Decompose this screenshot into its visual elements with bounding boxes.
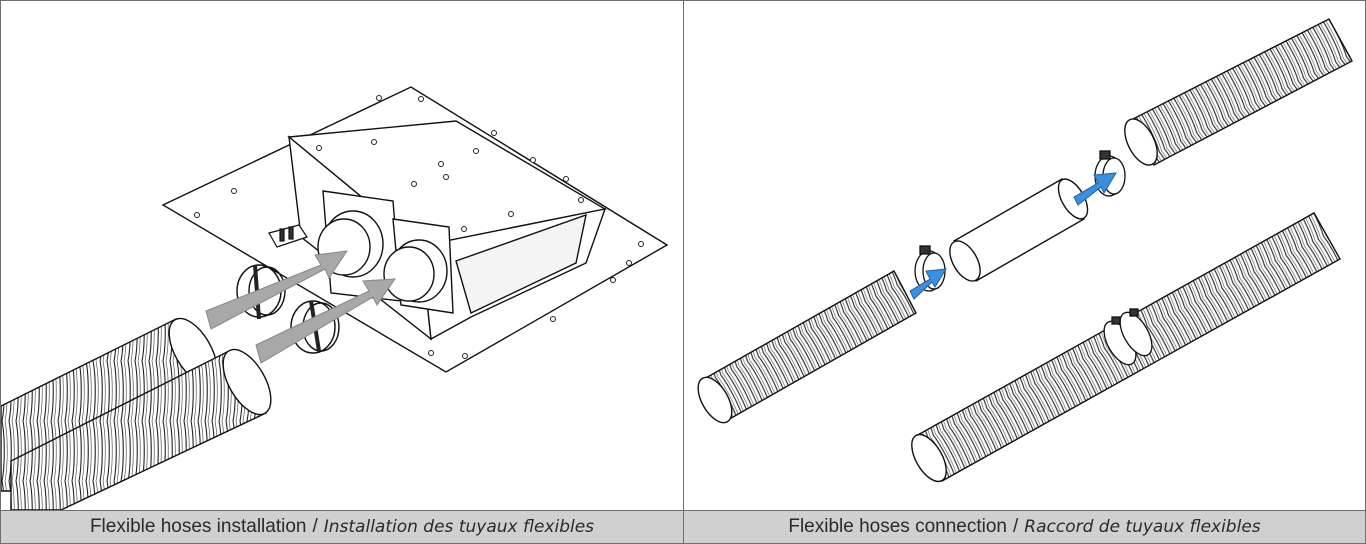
flexible-hose-upper <box>1124 18 1353 166</box>
terminal-block <box>268 224 308 248</box>
connected-hose-assembly <box>911 212 1341 483</box>
insertion-arrow-1 <box>205 250 349 330</box>
insertion-arrow-2 <box>255 278 396 364</box>
flexible-hose-lower-left <box>697 270 917 424</box>
caption-separator: / <box>312 516 318 537</box>
connection-drawing <box>684 1 1365 510</box>
caption-french: Installation des tuyaux flexibles <box>323 517 595 537</box>
flexible-hose-2 <box>10 348 272 510</box>
panel-hoses-installation: Flexible hoses installation / Installati… <box>1 1 684 543</box>
outlet-collar-2 <box>383 218 454 314</box>
panel-hoses-connection: Flexible hoses connection / Raccord de t… <box>684 1 1365 543</box>
caption-english: Flexible hoses installation <box>89 516 307 537</box>
caption-installation: Flexible hoses installation / Installati… <box>1 510 683 543</box>
connection-arrow-upper <box>1073 172 1117 206</box>
caption-connection: Flexible hoses connection / Raccord de t… <box>684 510 1365 543</box>
caption-separator: / <box>1012 516 1019 537</box>
installation-drawing <box>1 1 683 510</box>
caption-french: Raccord de tuyaux flexibles <box>1024 517 1261 537</box>
connection-arrow-lower <box>909 268 947 300</box>
connector-sleeve <box>949 178 1089 282</box>
caption-english: Flexible hoses connection <box>788 516 1007 537</box>
